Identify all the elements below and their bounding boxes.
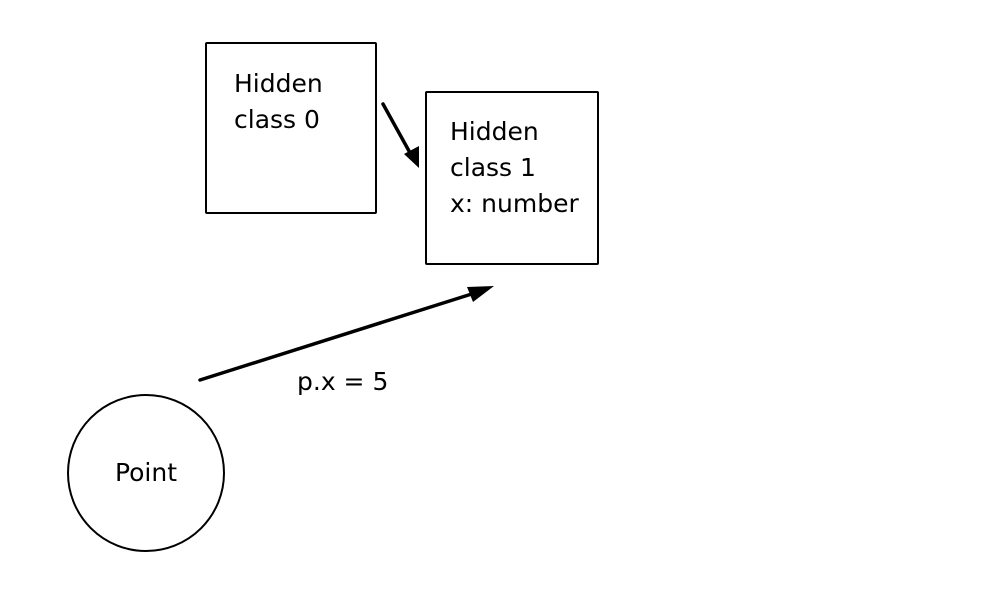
hidden-class-0-label: Hidden class 0	[234, 66, 323, 138]
hidden-class-0-line-1: Hidden	[234, 69, 323, 98]
hidden-class-1-line-3: x: number	[450, 189, 579, 218]
point-label: Point	[114, 458, 178, 487]
hidden-class-1-box: Hidden class 1 x: number	[425, 91, 599, 265]
hidden-class-0-box: Hidden class 0	[205, 42, 377, 214]
hidden-class-1-label: Hidden class 1 x: number	[450, 114, 579, 222]
edge-hidden-class-0-to-hidden-class-1	[381, 102, 419, 168]
edge-label-p-x-5: p.x = 5	[297, 367, 389, 396]
hidden-class-1-line-2: class 1	[450, 153, 536, 182]
hidden-class-0-line-2: class 0	[234, 105, 320, 134]
point-node: Point	[67, 394, 225, 552]
hidden-class-1-line-1: Hidden	[450, 117, 539, 146]
